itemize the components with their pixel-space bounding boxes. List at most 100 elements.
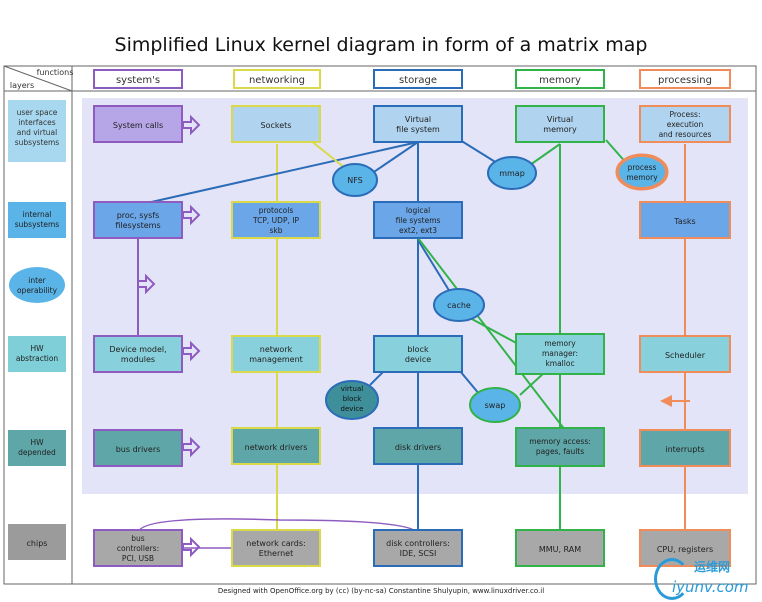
vfs-to-proc-line	[137, 141, 419, 206]
svg-text:bus drivers: bus drivers	[116, 445, 161, 454]
footer-credits: Designed with OpenOffice.org by (cc) (by…	[217, 587, 545, 595]
node-mmap: mmap	[487, 156, 537, 190]
svg-text:NFS: NFS	[347, 176, 363, 185]
svg-text:system's: system's	[116, 75, 160, 86]
right-arrow-icon	[182, 436, 201, 458]
cell-device-model: Device model,modules	[93, 335, 183, 373]
right-arrow-icon	[182, 340, 201, 362]
corner-layers-label: layers	[10, 81, 34, 90]
column-header-processing: processing	[639, 69, 731, 89]
column-header-systems: system's	[93, 69, 183, 89]
svg-text:networking: networking	[249, 75, 305, 86]
right-arrow-icon	[182, 204, 201, 226]
node-nfs: NFS	[332, 163, 378, 197]
svg-text:cache: cache	[447, 301, 471, 310]
cell-network-drivers: network drivers	[231, 427, 321, 465]
cell-cpu-registers: CPU, registers	[639, 529, 731, 567]
right-arrow-icon	[137, 273, 156, 295]
cell-network-cards: network cards:Ethernet	[231, 529, 321, 567]
diagram-title: Simplified Linux kernel diagram in form …	[114, 34, 648, 56]
svg-text:CPU, registers: CPU, registers	[657, 545, 713, 554]
cell-bus-drivers: bus drivers	[93, 429, 183, 467]
svg-text:mmap: mmap	[499, 169, 525, 178]
svg-text:disk drivers: disk drivers	[395, 443, 441, 452]
bus-connection-curve	[137, 518, 419, 534]
svg-text:chips: chips	[27, 539, 48, 548]
corner-diagonal	[3, 65, 73, 92]
svg-text:System calls: System calls	[113, 121, 163, 130]
svg-text:network cards:Ethernet: network cards:Ethernet	[246, 539, 305, 558]
cell-tasks: Tasks	[639, 201, 731, 239]
svg-text:MMU, RAM: MMU, RAM	[539, 545, 581, 554]
cell-system-calls: System calls	[93, 105, 183, 143]
svg-text:memory: memory	[539, 75, 581, 86]
column-header-memory: memory	[515, 69, 605, 89]
svg-text:interrupts: interrupts	[665, 445, 704, 454]
arrow-icons	[137, 114, 201, 558]
watermark-text: 运维网	[694, 560, 731, 574]
corner-functions-label: functions	[37, 68, 74, 77]
cell-interrupts: interrupts	[639, 429, 731, 467]
column-header-networking: networking	[233, 69, 321, 89]
row-header-chips: chips	[8, 524, 66, 560]
column-header-storage: storage	[373, 69, 463, 89]
cell-sockets: Sockets	[231, 105, 321, 143]
watermark-logo: 运维网 iyunv.com	[650, 556, 760, 600]
svg-text:disk controllers:IDE, SCSI: disk controllers:IDE, SCSI	[386, 539, 450, 558]
right-arrow-icon	[182, 536, 201, 558]
svg-text:Scheduler: Scheduler	[665, 351, 706, 360]
watermark-arc-icon	[654, 558, 690, 600]
cell-disk-drivers: disk drivers	[373, 427, 463, 465]
cell-mmu-ram: MMU, RAM	[515, 529, 605, 567]
left-arrow-icon	[660, 395, 690, 407]
svg-text:Sockets: Sockets	[261, 121, 292, 130]
right-arrow-icon	[182, 114, 201, 136]
node-cache: cache	[433, 288, 485, 322]
watermark-url: iyunv.com	[672, 578, 749, 596]
svg-text:Tasks: Tasks	[673, 217, 695, 226]
cell-memory-access: memory access:pages, faults	[515, 427, 605, 467]
svg-text:processing: processing	[658, 75, 712, 86]
cell-scheduler: Scheduler	[639, 335, 731, 373]
svg-text:Device model,modules: Device model,modules	[109, 345, 166, 364]
svg-text:memory access:pages, faults: memory access:pages, faults	[529, 437, 591, 456]
cell-disk-controllers: disk controllers:IDE, SCSI	[373, 529, 463, 567]
svg-text:storage: storage	[399, 75, 437, 86]
node-swap: swap	[469, 387, 521, 423]
